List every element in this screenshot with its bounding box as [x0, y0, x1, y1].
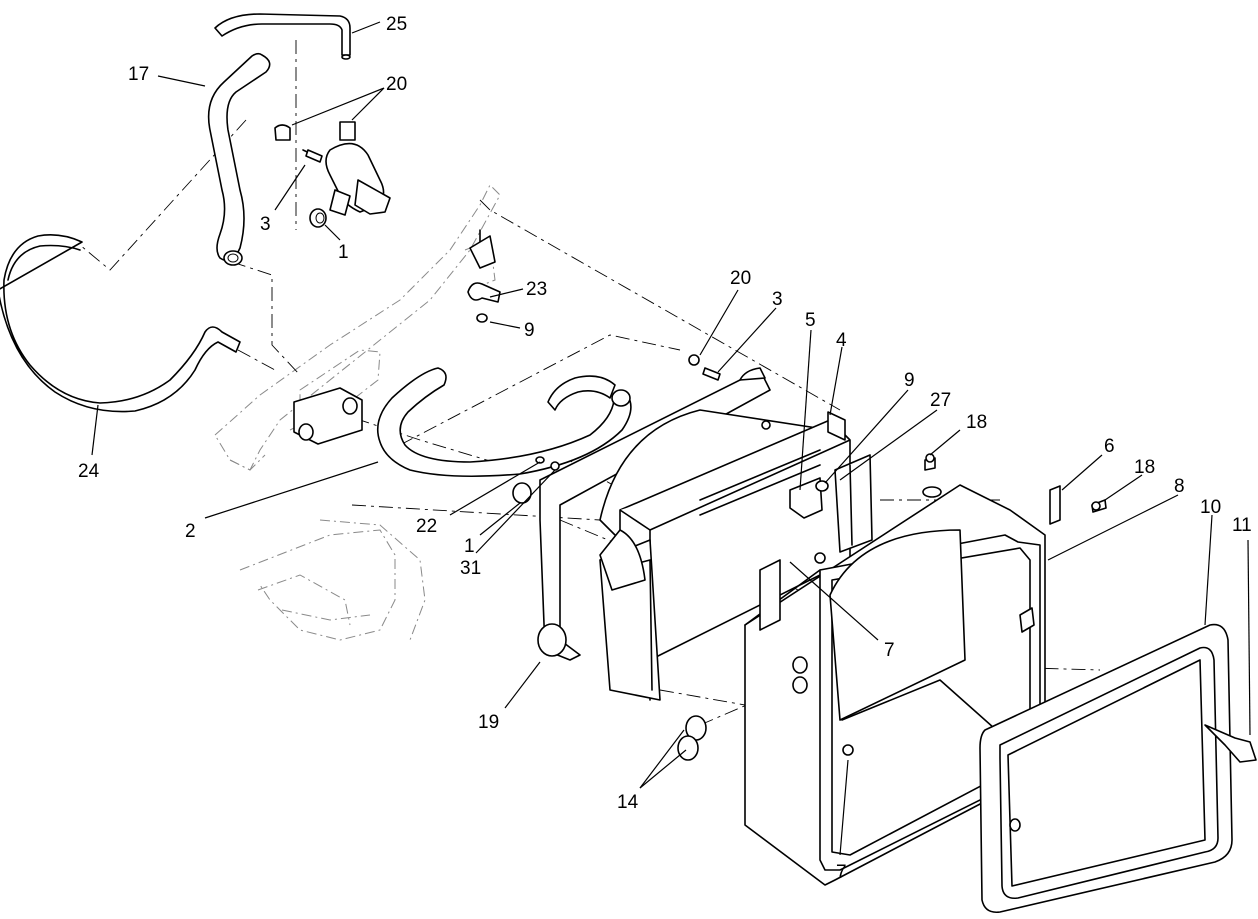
callout-3-core: 3: [772, 289, 783, 310]
callout-9-bracket: 9: [904, 370, 915, 391]
clip-23: [467, 229, 501, 323]
small-hardware: [512, 354, 1101, 511]
callout-9-clip: 9: [524, 320, 535, 341]
callout-22: 22: [416, 516, 437, 537]
callout-7-top: 7: [884, 640, 895, 661]
callout-19: 19: [478, 712, 499, 733]
hose-24: [0, 234, 241, 413]
callout-1-core: 1: [464, 536, 475, 557]
callout-8: 8: [1174, 476, 1185, 497]
callout-18-top: 18: [966, 412, 987, 433]
callout-18-side: 18: [1134, 457, 1155, 478]
callout-27: 27: [930, 390, 951, 411]
callout-7-bottom: 7: [836, 862, 847, 883]
valve-assembly: [274, 121, 391, 228]
hose-25: [214, 13, 351, 60]
housing-8: [744, 457, 1107, 886]
callout-6: 6: [1104, 436, 1115, 457]
callout-20-valve: 20: [386, 74, 407, 95]
leader-lines: [91, 21, 1251, 856]
callout-4: 4: [836, 330, 847, 351]
callout-20-core: 20: [730, 268, 751, 289]
bracket-assembly: [789, 411, 873, 553]
callout-2: 2: [185, 521, 196, 542]
latch-11: [1204, 724, 1257, 763]
callout-24: 24: [78, 461, 100, 482]
callout-14: 14: [617, 792, 639, 813]
heater-core-assembly: [537, 367, 851, 701]
callout-31: 31: [460, 558, 481, 579]
callout-10: 10: [1200, 497, 1221, 518]
engine-plate: [293, 387, 363, 445]
callout-labels: 25 17 20 3 1 23 9 20 3 5 4 9 27 18 6 18 …: [78, 14, 1252, 883]
callout-1-valve: 1: [338, 242, 349, 263]
callout-5: 5: [805, 310, 816, 331]
plugs-14: [677, 715, 707, 761]
frame-10: [979, 623, 1233, 914]
callout-11: 11: [1232, 515, 1252, 536]
callout-25: 25: [386, 14, 407, 35]
callout-3-valve: 3: [260, 214, 271, 235]
callout-17: 17: [128, 64, 149, 85]
hose-17: [207, 52, 271, 266]
callout-23: 23: [526, 279, 547, 300]
